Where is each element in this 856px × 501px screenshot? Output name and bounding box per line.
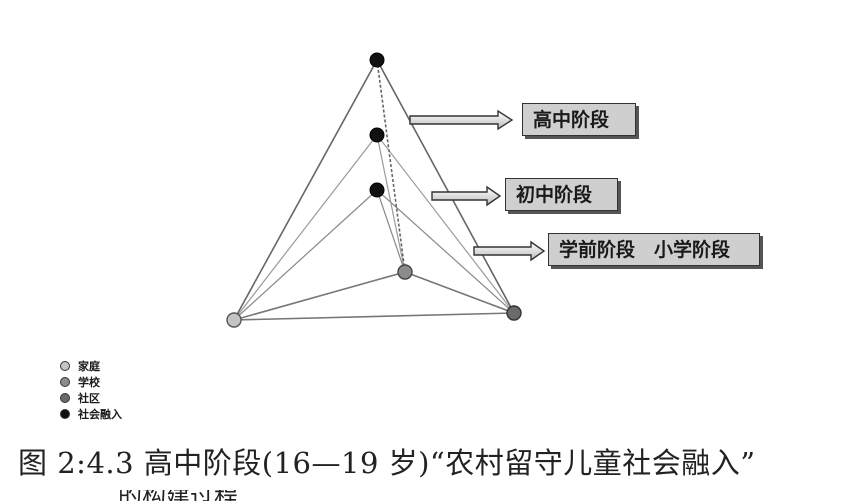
node-social-integration-primary: [369, 182, 385, 198]
arrow-high: [409, 109, 514, 131]
legend: 家庭 学校 社区 社会融入: [60, 358, 122, 422]
legend-item-social-integration: 社会融入: [60, 406, 122, 422]
figure-caption-continued-text: 的构建过程: [118, 490, 238, 501]
node-family: [226, 312, 242, 328]
figure-caption: 图 2:4.3 高中阶段(16—19 岁)“农村留守儿童社会融入”: [18, 446, 756, 480]
node-social-integration-high: [369, 52, 385, 68]
arrow-junior: [431, 185, 502, 207]
figure-caption-continued: 的构建过程: [0, 490, 856, 501]
legend-dot-school: [60, 377, 70, 387]
pyramid-high: [233, 59, 515, 321]
node-community: [506, 305, 522, 321]
legend-item-family: 家庭: [60, 358, 122, 374]
legend-label-community: 社区: [78, 392, 100, 405]
legend-item-school: 学校: [60, 374, 122, 390]
base-triangle: [233, 271, 515, 321]
legend-dot-community: [60, 393, 70, 403]
pyramid-junior: [233, 134, 515, 321]
legend-label-social-integration: 社会融入: [78, 408, 122, 421]
legend-label-family: 家庭: [78, 360, 100, 373]
node-school: [397, 264, 413, 280]
legend-item-community: 社区: [60, 390, 122, 406]
legend-dot-social-integration: [60, 409, 70, 419]
pyramid-primary: [233, 189, 515, 321]
stage-label-junior: 初中阶段: [505, 178, 618, 211]
stage-label-primary: 学前阶段 小学阶段: [548, 233, 760, 266]
node-social-integration-junior: [369, 127, 385, 143]
legend-label-school: 学校: [78, 376, 100, 389]
legend-dot-family: [60, 361, 70, 371]
arrow-primary: [473, 240, 546, 262]
stage-label-high: 高中阶段: [522, 103, 636, 136]
